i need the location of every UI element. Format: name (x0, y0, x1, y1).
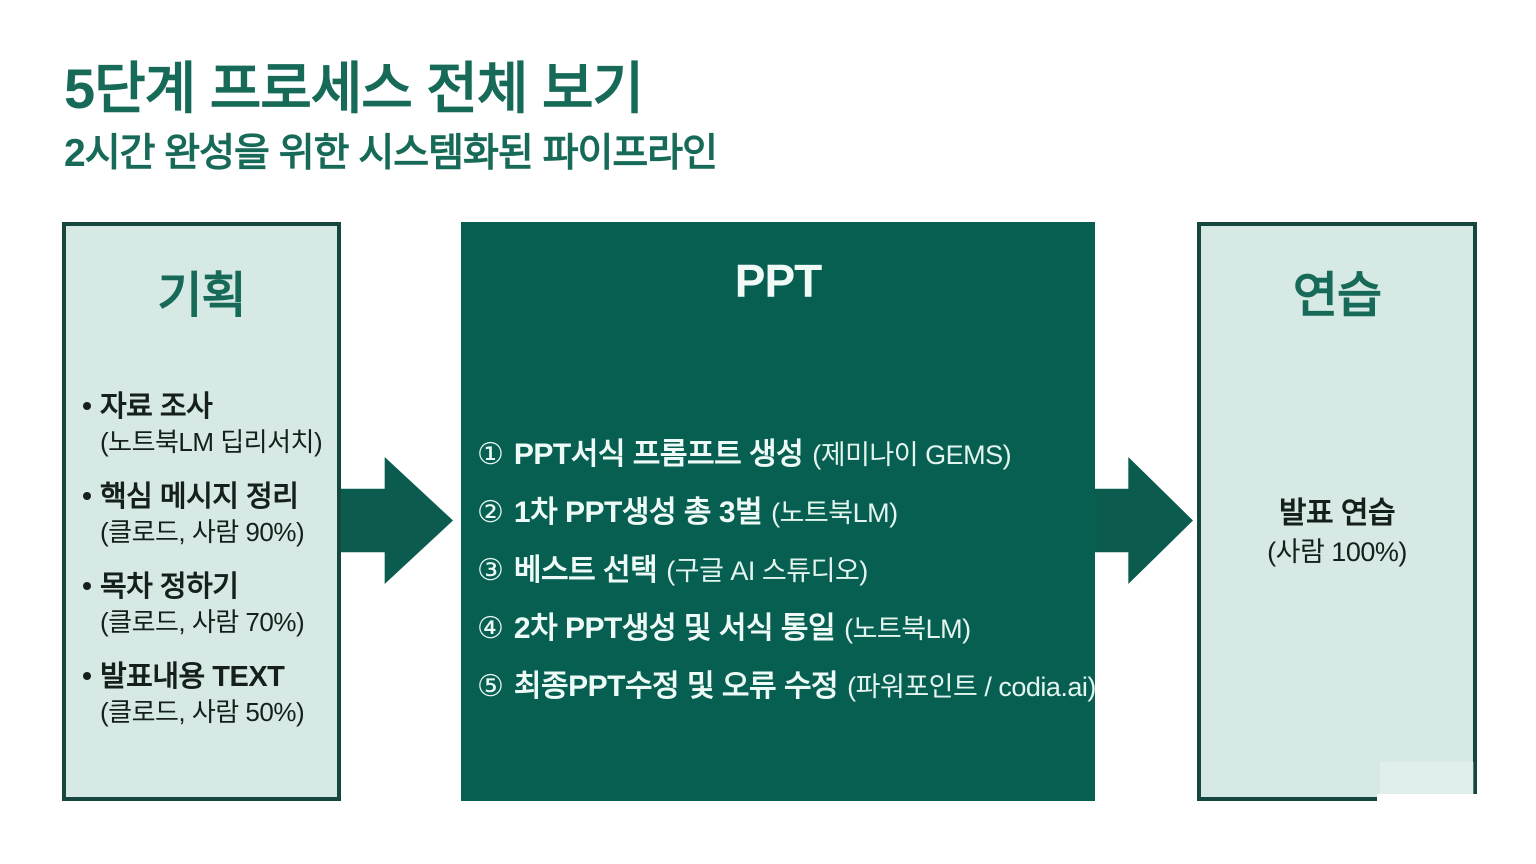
list-item-text: 발표내용 TEXT (클로드, 사람 50%) (100, 659, 305, 730)
page-subtitle: 2시간 완성을 위한 시스템화된 파이프라인 (64, 132, 718, 175)
step-number-icon: ① (477, 438, 504, 471)
item-title: 핵심 메시지 정리 (100, 481, 299, 513)
item-title: 목차 정하기 (100, 571, 239, 603)
step-number-icon: ④ (477, 612, 504, 645)
practice-box: 연습 발표 연습 (사람 100%) (1197, 222, 1477, 801)
step-item: ② 1차 PPT생성 총 3벌 (노트북LM) (477, 493, 1089, 538)
bullet-icon (83, 492, 91, 500)
step-item: ③ 베스트 선택 (구글 AI 스튜디오) (477, 551, 1089, 596)
item-detail: (클로드, 사람 70%) (100, 607, 305, 637)
arrow-right-icon (341, 457, 453, 584)
list-item: 목차 정하기 (클로드, 사람 70%) (80, 569, 329, 640)
item-title: 발표 연습 (1278, 497, 1396, 530)
step-item: ⑤ 최종PPT수정 및 오류 수정 (파워포인트 / codia.ai) (477, 667, 1096, 712)
list-item: 발표내용 TEXT (클로드, 사람 50%) (80, 659, 329, 730)
bullet-icon (83, 402, 91, 410)
step-title: PPT서식 프롬프트 생성 (513, 438, 804, 471)
planning-box: 기획 자료 조사 (노트북LM 딥리서치) 핵심 메시지 정리 (클로드, 사람… (62, 222, 341, 801)
list-item-text: 목차 정하기 (클로드, 사람 70%) (100, 569, 305, 640)
planning-list: 자료 조사 (노트북LM 딥리서치) 핵심 메시지 정리 (클로드, 사람 90… (80, 389, 329, 730)
arrow-right-icon (1095, 457, 1193, 584)
item-title: 자료 조사 (100, 391, 213, 423)
step-item: ① PPT서식 프롬프트 생성 (제미나이 GEMS) (477, 435, 1089, 480)
step-title: 최종PPT수정 및 오류 수정 (513, 670, 839, 703)
step-title: 베스트 선택 (513, 554, 658, 587)
bullet-icon (83, 582, 91, 590)
step-number-icon: ⑤ (477, 670, 504, 703)
bullet-icon (83, 672, 91, 680)
list-item: 핵심 메시지 정리 (클로드, 사람 90%) (80, 479, 329, 550)
step-detail: (구글 AI 스튜디오) (666, 556, 868, 586)
step-detail: (노트북LM) (844, 614, 971, 644)
list-item-text: 핵심 메시지 정리 (클로드, 사람 90%) (100, 479, 305, 550)
planning-header: 기획 (157, 269, 246, 323)
step-number-icon: ③ (477, 554, 504, 587)
list-item-text: 자료 조사 (노트북LM 딥리서치) (100, 389, 323, 460)
step-title: 2차 PPT생성 및 서식 통일 (513, 612, 836, 645)
step-title: 1차 PPT생성 총 3벌 (513, 496, 763, 529)
item-title: 발표내용 TEXT (100, 661, 285, 693)
practice-header: 연습 (1292, 269, 1382, 323)
item-detail: (클로드, 사람 50%) (100, 697, 305, 727)
item-detail: (사람 100%) (1267, 537, 1407, 567)
step-item: ④ 2차 PPT생성 및 서식 통일 (노트북LM) (477, 609, 1089, 654)
corner-notch (1377, 794, 1493, 813)
step-detail: (파워포인트 / codia.ai) (847, 672, 1096, 702)
list-item: 자료 조사 (노트북LM 딥리서치) (80, 389, 329, 460)
ppt-steps-list: ① PPT서식 프롬프트 생성 (제미나이 GEMS) ② 1차 PPT생성 총 3벌… (477, 435, 1096, 712)
ppt-box: PPT ① PPT서식 프롬프트 생성 (제미나이 GEMS) ② 1차 PPT생성 … (461, 222, 1096, 801)
step-number-icon: ② (477, 496, 504, 529)
step-detail: (노트북LM) (771, 498, 898, 528)
corner-highlight (1380, 762, 1474, 795)
page-title: 5단계 프로세스 전체 보기 (64, 57, 644, 120)
item-detail: (클로드, 사람 90%) (100, 517, 305, 547)
step-detail: (제미나이 GEMS) (812, 440, 1012, 470)
item-detail: (노트북LM 딥리서치) (100, 427, 323, 457)
ppt-header: PPT (734, 255, 822, 307)
practice-content: 발표 연습 (사람 100%) (1201, 494, 1473, 571)
